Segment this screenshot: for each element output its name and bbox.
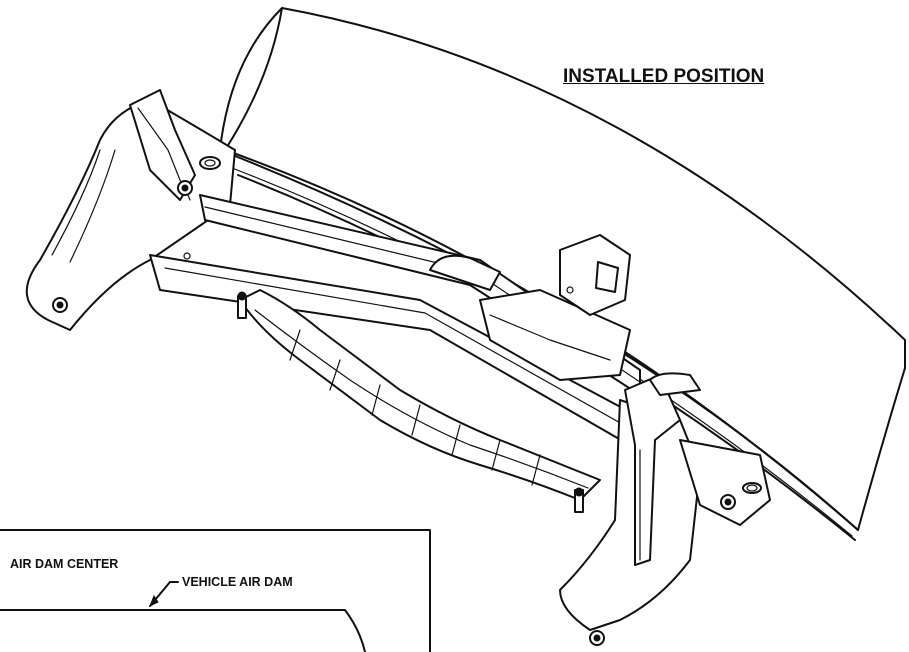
left-side-bracket [25, 89, 236, 331]
detail-view [0, 529, 431, 652]
receiver-hitch [429, 234, 631, 381]
lower-cross-member [237, 289, 601, 513]
air-dam-center-label: AIR DAM CENTER [10, 557, 119, 571]
diagram-title: INSTALLED POSITION [563, 66, 765, 87]
vehicle-air-dam-label: VEHICLE AIR DAM [182, 575, 293, 589]
right-side-bracket [559, 372, 771, 646]
